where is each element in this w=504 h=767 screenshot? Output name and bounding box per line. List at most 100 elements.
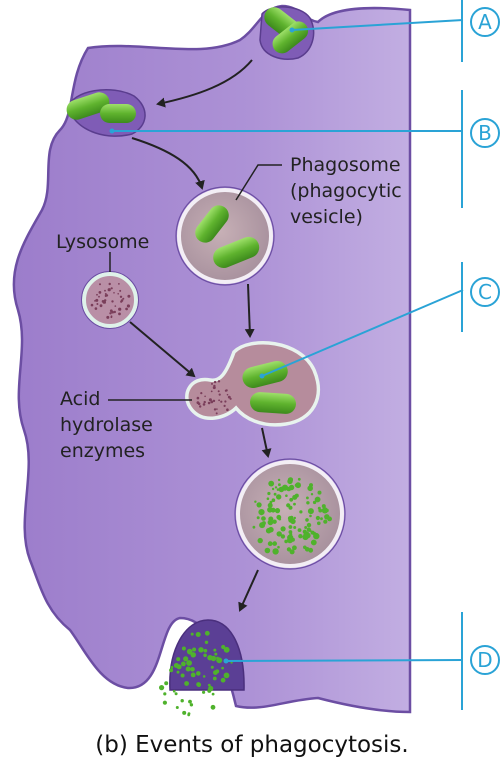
speckle [207,655,213,661]
speckle [306,501,310,505]
speckle [110,316,113,319]
speckle [180,699,184,703]
speckle [226,393,229,396]
speckle [290,518,296,525]
speckle [286,547,291,552]
speckle [198,647,204,653]
speckle [292,545,297,551]
speckle [268,480,275,487]
speckle [217,380,221,383]
speckle [190,667,194,671]
speckle [196,682,202,687]
speckle [217,390,220,393]
speckle [95,298,99,302]
speckle [210,400,214,404]
speckle [96,293,98,296]
speckle [321,504,326,509]
speckle [200,392,203,395]
speckle [183,656,189,662]
speckle [323,519,328,524]
speckle [210,704,216,710]
lysosome-label: Lysosome [56,231,149,253]
speckle [297,477,301,481]
speckle [307,508,314,515]
speckle [295,482,301,489]
marker-b-letter: B [478,121,492,145]
speckle [288,505,293,510]
speckle [288,484,295,491]
speckle [204,640,209,644]
speckle [202,403,206,406]
speckle [111,300,114,303]
marker-a-letter: A [478,10,492,34]
speckle [265,527,272,534]
speckle [276,488,280,491]
speckle [213,408,217,411]
speckle [108,282,111,286]
speckle [125,308,128,311]
phagosome-label-line3: vesicle) [290,206,363,228]
speckle [162,700,167,705]
speckle [285,494,288,498]
speckle [271,498,276,503]
speckle [215,412,218,415]
speckle [196,396,200,400]
speckle [272,519,277,524]
speckle [267,502,273,508]
speckle [107,288,111,292]
bacterium-b1 [66,92,110,120]
speckle [104,294,107,297]
speckle [266,497,270,501]
speckle [163,692,167,696]
speckle [103,299,107,302]
speckle [277,478,281,482]
figure-caption: (b) Events of phagocytosis. [95,732,408,758]
speckle [256,502,262,508]
speckle [272,541,278,546]
speckle [299,510,303,514]
speckle [176,664,182,670]
speckle [310,493,314,496]
speckle [310,539,317,546]
speckle [118,312,121,316]
speckle [94,307,98,310]
marker-dots [109,27,295,664]
speckle [210,665,214,669]
fusion-enzyme-dots [196,380,232,415]
speckle [306,522,312,528]
speckle [211,382,213,385]
phagosome-bacterium-2 [213,236,260,269]
speckle [186,660,193,666]
speckle [207,683,211,687]
speckle [190,632,194,636]
speckle [267,491,271,496]
speckle [252,525,256,529]
speckle [267,519,274,526]
marker-c: C [470,277,500,307]
speckle [213,670,218,675]
speckle [288,525,293,529]
speckle [203,400,206,404]
speckle [212,399,215,402]
speckle [320,517,323,521]
speckle [204,630,210,636]
speckle [315,515,320,521]
speckle [272,548,279,555]
phagosome-vesicle [177,188,273,284]
speckle [224,400,227,403]
speckle [276,531,282,537]
speckle [327,516,332,522]
speckle [122,297,125,300]
speckle [176,657,181,662]
speckle [306,496,309,500]
speckle [195,632,201,637]
speckle [308,547,314,553]
speckle [284,539,288,544]
speckle [216,408,218,410]
speckle [317,490,322,495]
speckle [197,402,201,406]
speckle [212,676,217,681]
phagosome-bacterium-1 [195,205,229,243]
speckle [314,496,321,503]
